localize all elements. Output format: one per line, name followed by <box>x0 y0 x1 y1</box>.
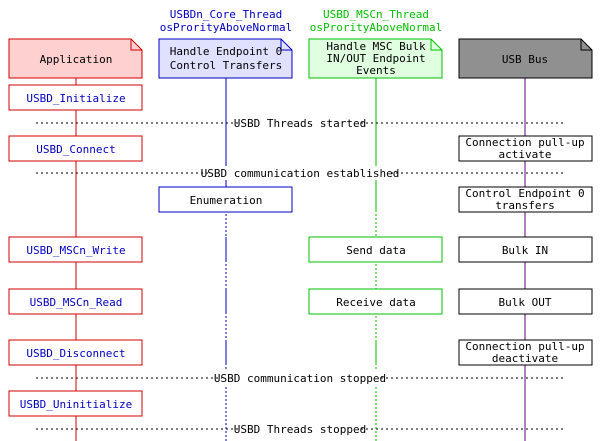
separator-comm-stopped-label: USBD communication stopped <box>214 372 386 385</box>
app-call-uninitialize: USBD_Uninitialize <box>8 390 143 417</box>
separator-threads-started: USBD Threads started <box>36 116 566 130</box>
bus-action-bulk-out-label: Bulk OUT <box>499 296 552 309</box>
lane-application: Application <box>8 38 143 79</box>
msc-thread-name: USBD_MSCn_Thread <box>323 8 429 21</box>
app-call-initialize: USBD_Initialize <box>8 84 143 111</box>
separator-comm-stopped: USBD communication stopped <box>36 371 566 385</box>
bus-action-pullup-deactivate: Connection pull-up deactivate <box>458 339 593 366</box>
app-call-disconnect: USBD_Disconnect <box>8 339 143 366</box>
app-call-uninitialize-label: USBD_Uninitialize <box>20 398 133 411</box>
bus-action-control-ep0: Control Endpoint 0 transfers <box>458 186 593 213</box>
lane-msc-label-line2: IN/OUT Endpoint <box>326 52 425 65</box>
separator-comm-established: USBD communication established <box>36 166 566 180</box>
msc-action-send: Send data <box>308 236 443 263</box>
bus-action-pullup-activate-line2: activate <box>499 148 552 161</box>
msc-thread-priority: osProrityAboveNormal <box>310 21 442 34</box>
app-call-write-label: USBD_MSCn_Write <box>26 244 125 257</box>
app-call-disconnect-label: USBD_Disconnect <box>26 347 125 360</box>
msc-action-receive: Receive data <box>308 288 443 315</box>
bus-action-bulk-out: Bulk OUT <box>458 288 593 315</box>
bus-action-control-ep0-line1: Control Endpoint 0 <box>465 187 584 200</box>
lane-usb-bus-label: USB Bus <box>502 53 548 66</box>
app-call-connect: USBD_Connect <box>8 135 143 162</box>
lane-msc-thread: Handle MSC Bulk IN/OUT Endpoint Events <box>308 38 443 79</box>
core-thread-priority: osProrityAboveNormal <box>160 21 292 34</box>
msc-action-receive-label: Receive data <box>336 296 415 309</box>
bus-action-pullup-activate: Connection pull-up activate <box>458 135 593 162</box>
bus-action-bulk-in-label: Bulk IN <box>502 244 548 257</box>
core-action-enumeration: Enumeration <box>158 186 293 213</box>
msc-action-send-label: Send data <box>346 244 406 257</box>
app-call-read: USBD_MSCn_Read <box>8 288 143 315</box>
lifelines <box>75 78 526 441</box>
core-action-enumeration-label: Enumeration <box>190 194 263 207</box>
separator-threads-stopped-label: USBD Threads stopped <box>234 423 366 436</box>
app-call-write: USBD_MSCn_Write <box>8 236 143 263</box>
app-call-connect-label: USBD_Connect <box>36 143 115 156</box>
bus-action-bulk-in: Bulk IN <box>458 236 593 263</box>
separator-threads-started-label: USBD Threads started <box>234 117 366 130</box>
bus-action-pullup-deactivate-line1: Connection pull-up <box>465 340 584 353</box>
lane-core-label-line1: Handle Endpoint 0 <box>170 45 283 58</box>
app-call-read-label: USBD_MSCn_Read <box>30 296 123 309</box>
app-call-initialize-label: USBD_Initialize <box>26 92 125 105</box>
lane-msc-label-line3: Events <box>356 64 396 77</box>
lane-core-label-line2: Control Transfers <box>170 59 283 72</box>
lane-application-label: Application <box>40 53 113 66</box>
lane-usb-bus: USB Bus <box>458 38 593 79</box>
core-thread-name: USBDn_Core_Thread <box>170 8 283 21</box>
bus-action-control-ep0-line2: transfers <box>495 199 555 212</box>
separator-threads-stopped: USBD Threads stopped <box>36 422 566 436</box>
separator-comm-established-label: USBD communication established <box>201 167 400 180</box>
bus-action-pullup-activate-line1: Connection pull-up <box>465 136 584 149</box>
bus-action-pullup-deactivate-line2: deactivate <box>492 352 558 365</box>
lane-core-thread: Handle Endpoint 0 Control Transfers <box>158 38 293 79</box>
lane-msc-label-line1: Handle MSC Bulk <box>326 40 426 53</box>
